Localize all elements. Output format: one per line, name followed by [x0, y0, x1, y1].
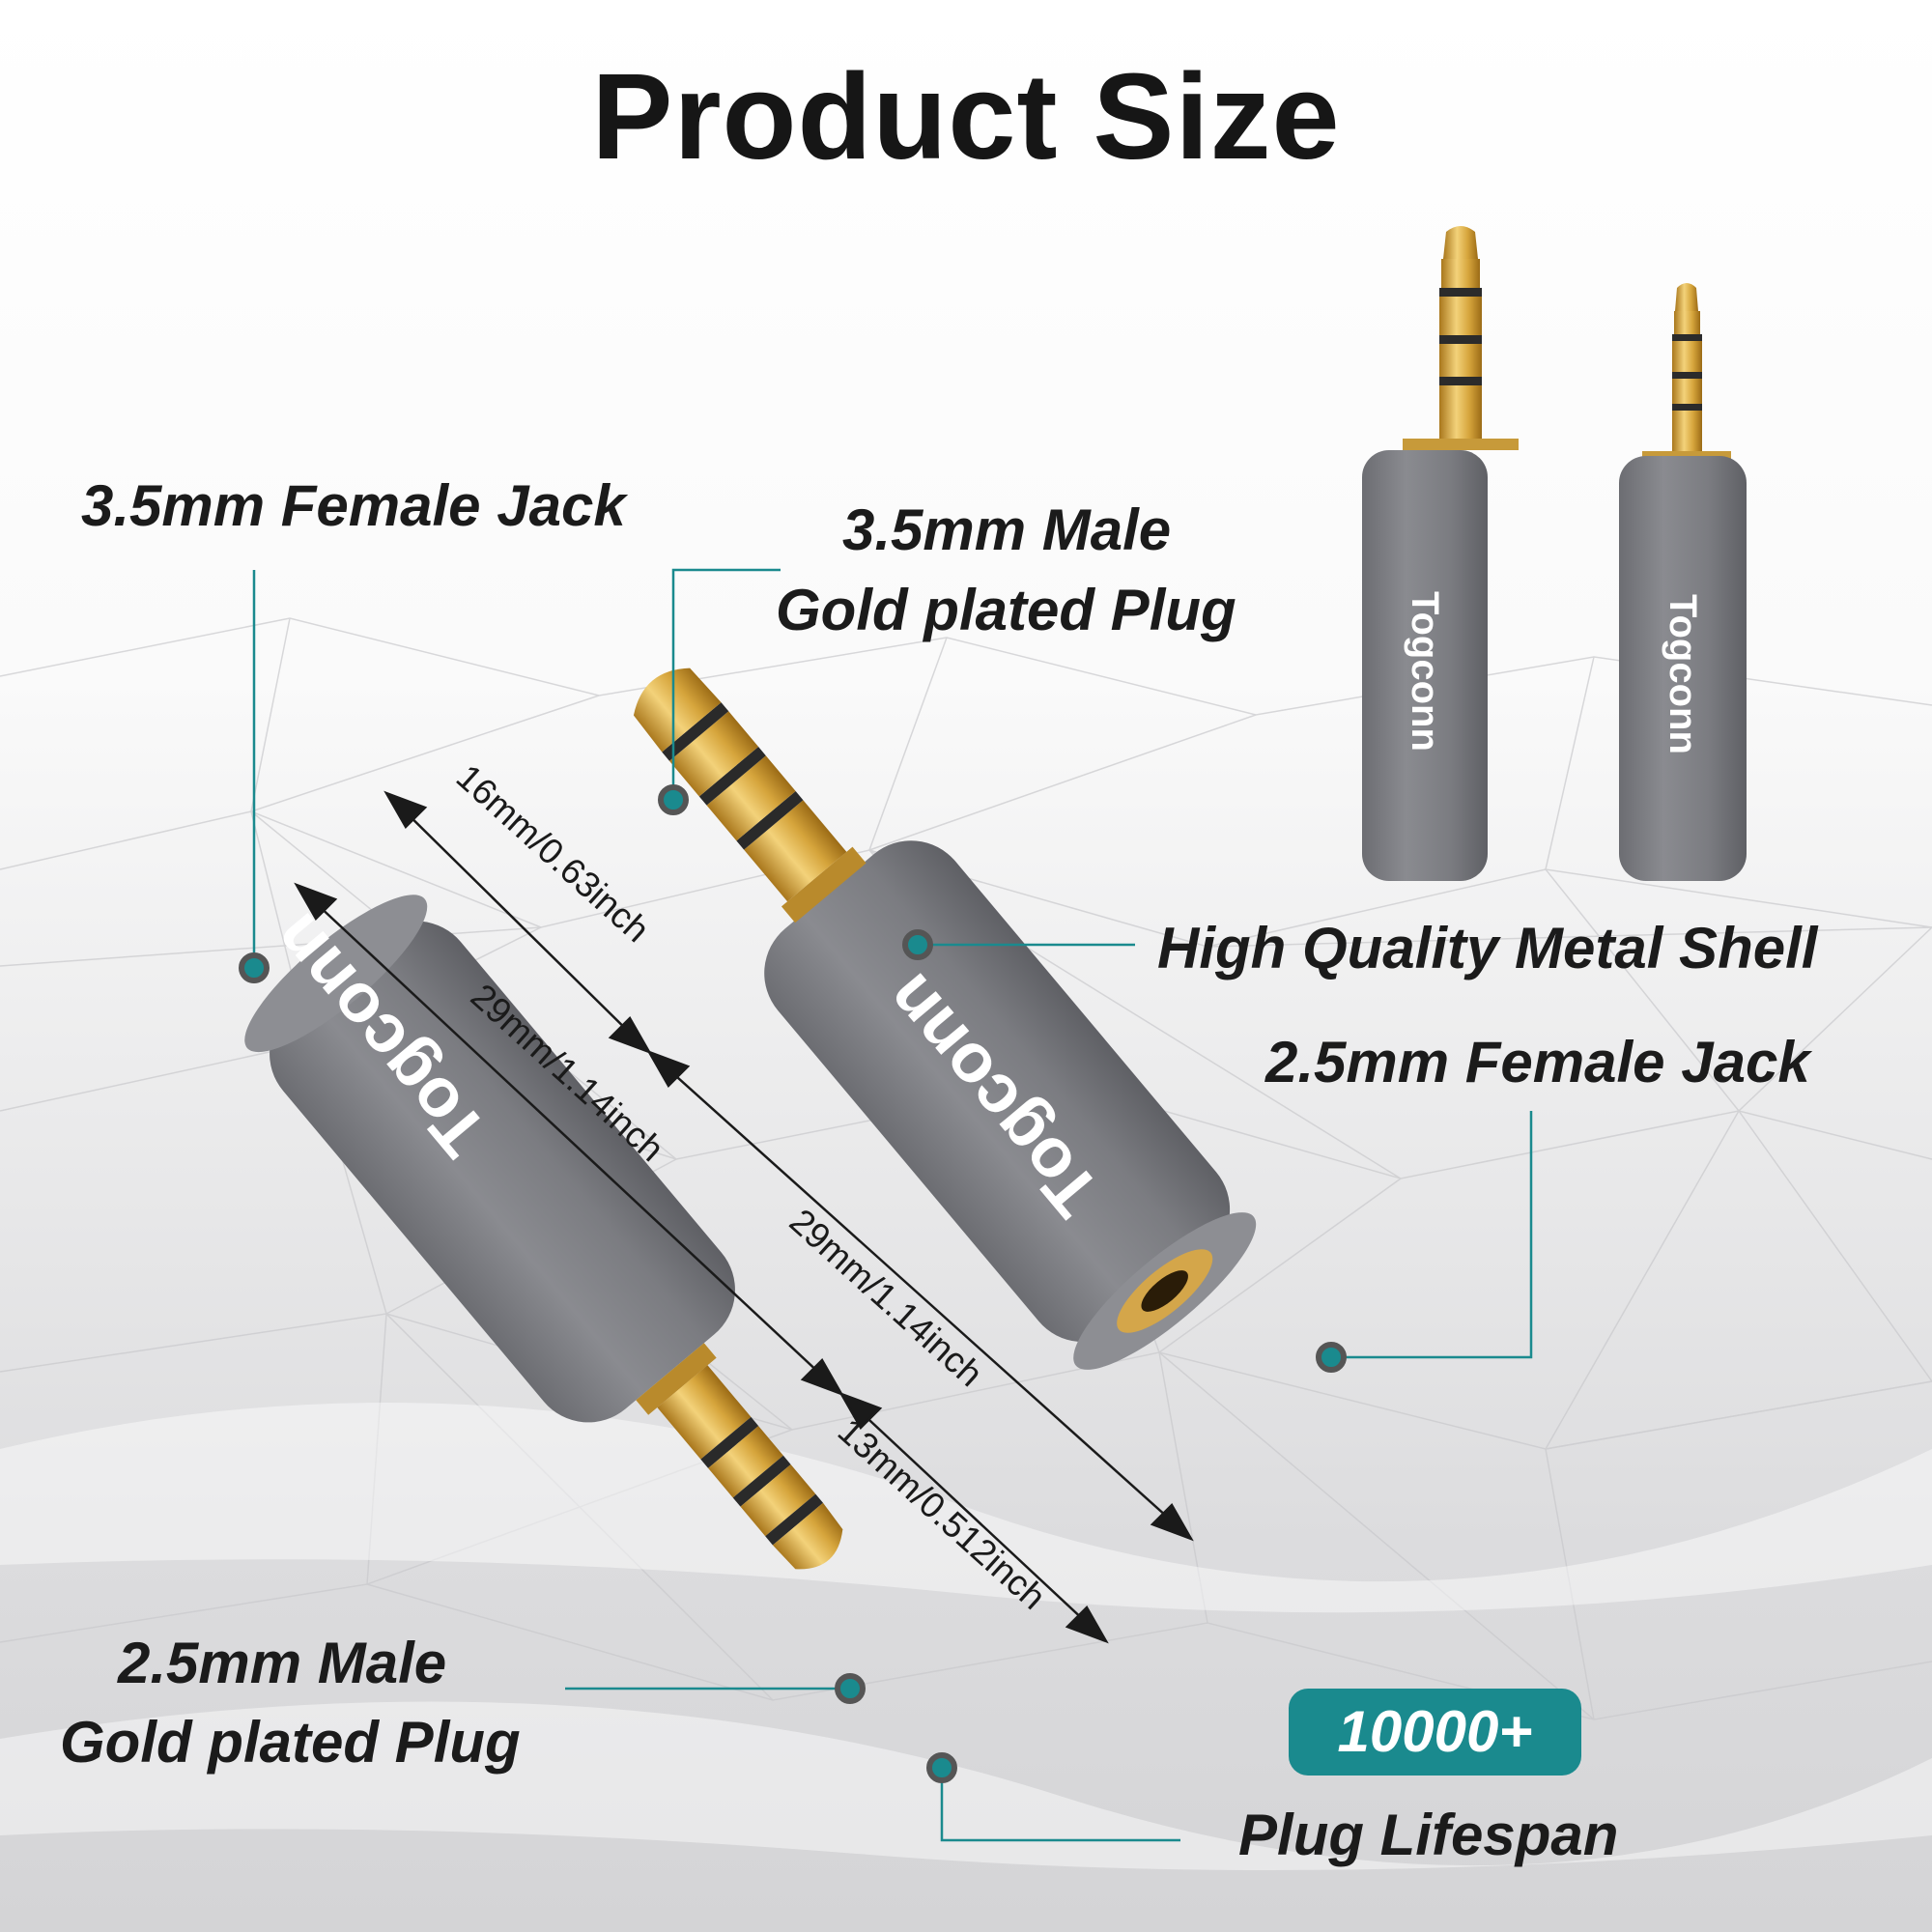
label-male-25-line2: Gold plated Plug	[60, 1710, 521, 1775]
dimension-lines	[294, 790, 1194, 1644]
dim-plug-35: 16mm/0.63inch	[449, 756, 657, 950]
label-male-35-line1: 3.5mm Male	[842, 497, 1172, 562]
brand-label: Togconn	[1662, 594, 1704, 754]
label-metal-shell: High Quality Metal Shell	[1157, 916, 1818, 980]
label-lifespan: Plug Lifespan	[1238, 1803, 1619, 1867]
label-female-35: 3.5mm Female Jack	[81, 473, 626, 538]
label-male-25-line1: 2.5mm Male	[118, 1631, 447, 1695]
dim-plug-25: 13mm/0.512inch	[831, 1410, 1054, 1617]
dim-body-right: 29mm/1.14inch	[782, 1201, 990, 1394]
adapter-25-upright: Togconn	[1619, 283, 1747, 881]
lifespan-badge: 10000+	[1289, 1689, 1581, 1776]
callout-dots	[239, 784, 1347, 1783]
brand-label: Togconn	[1404, 591, 1446, 752]
page-title: Product Size	[591, 48, 1341, 185]
callout-lines	[252, 568, 1533, 1842]
adapter-35-upright: Togconn	[1362, 226, 1519, 881]
label-female-25: 2.5mm Female Jack	[1265, 1030, 1810, 1094]
label-male-35-line2: Gold plated Plug	[776, 578, 1236, 642]
